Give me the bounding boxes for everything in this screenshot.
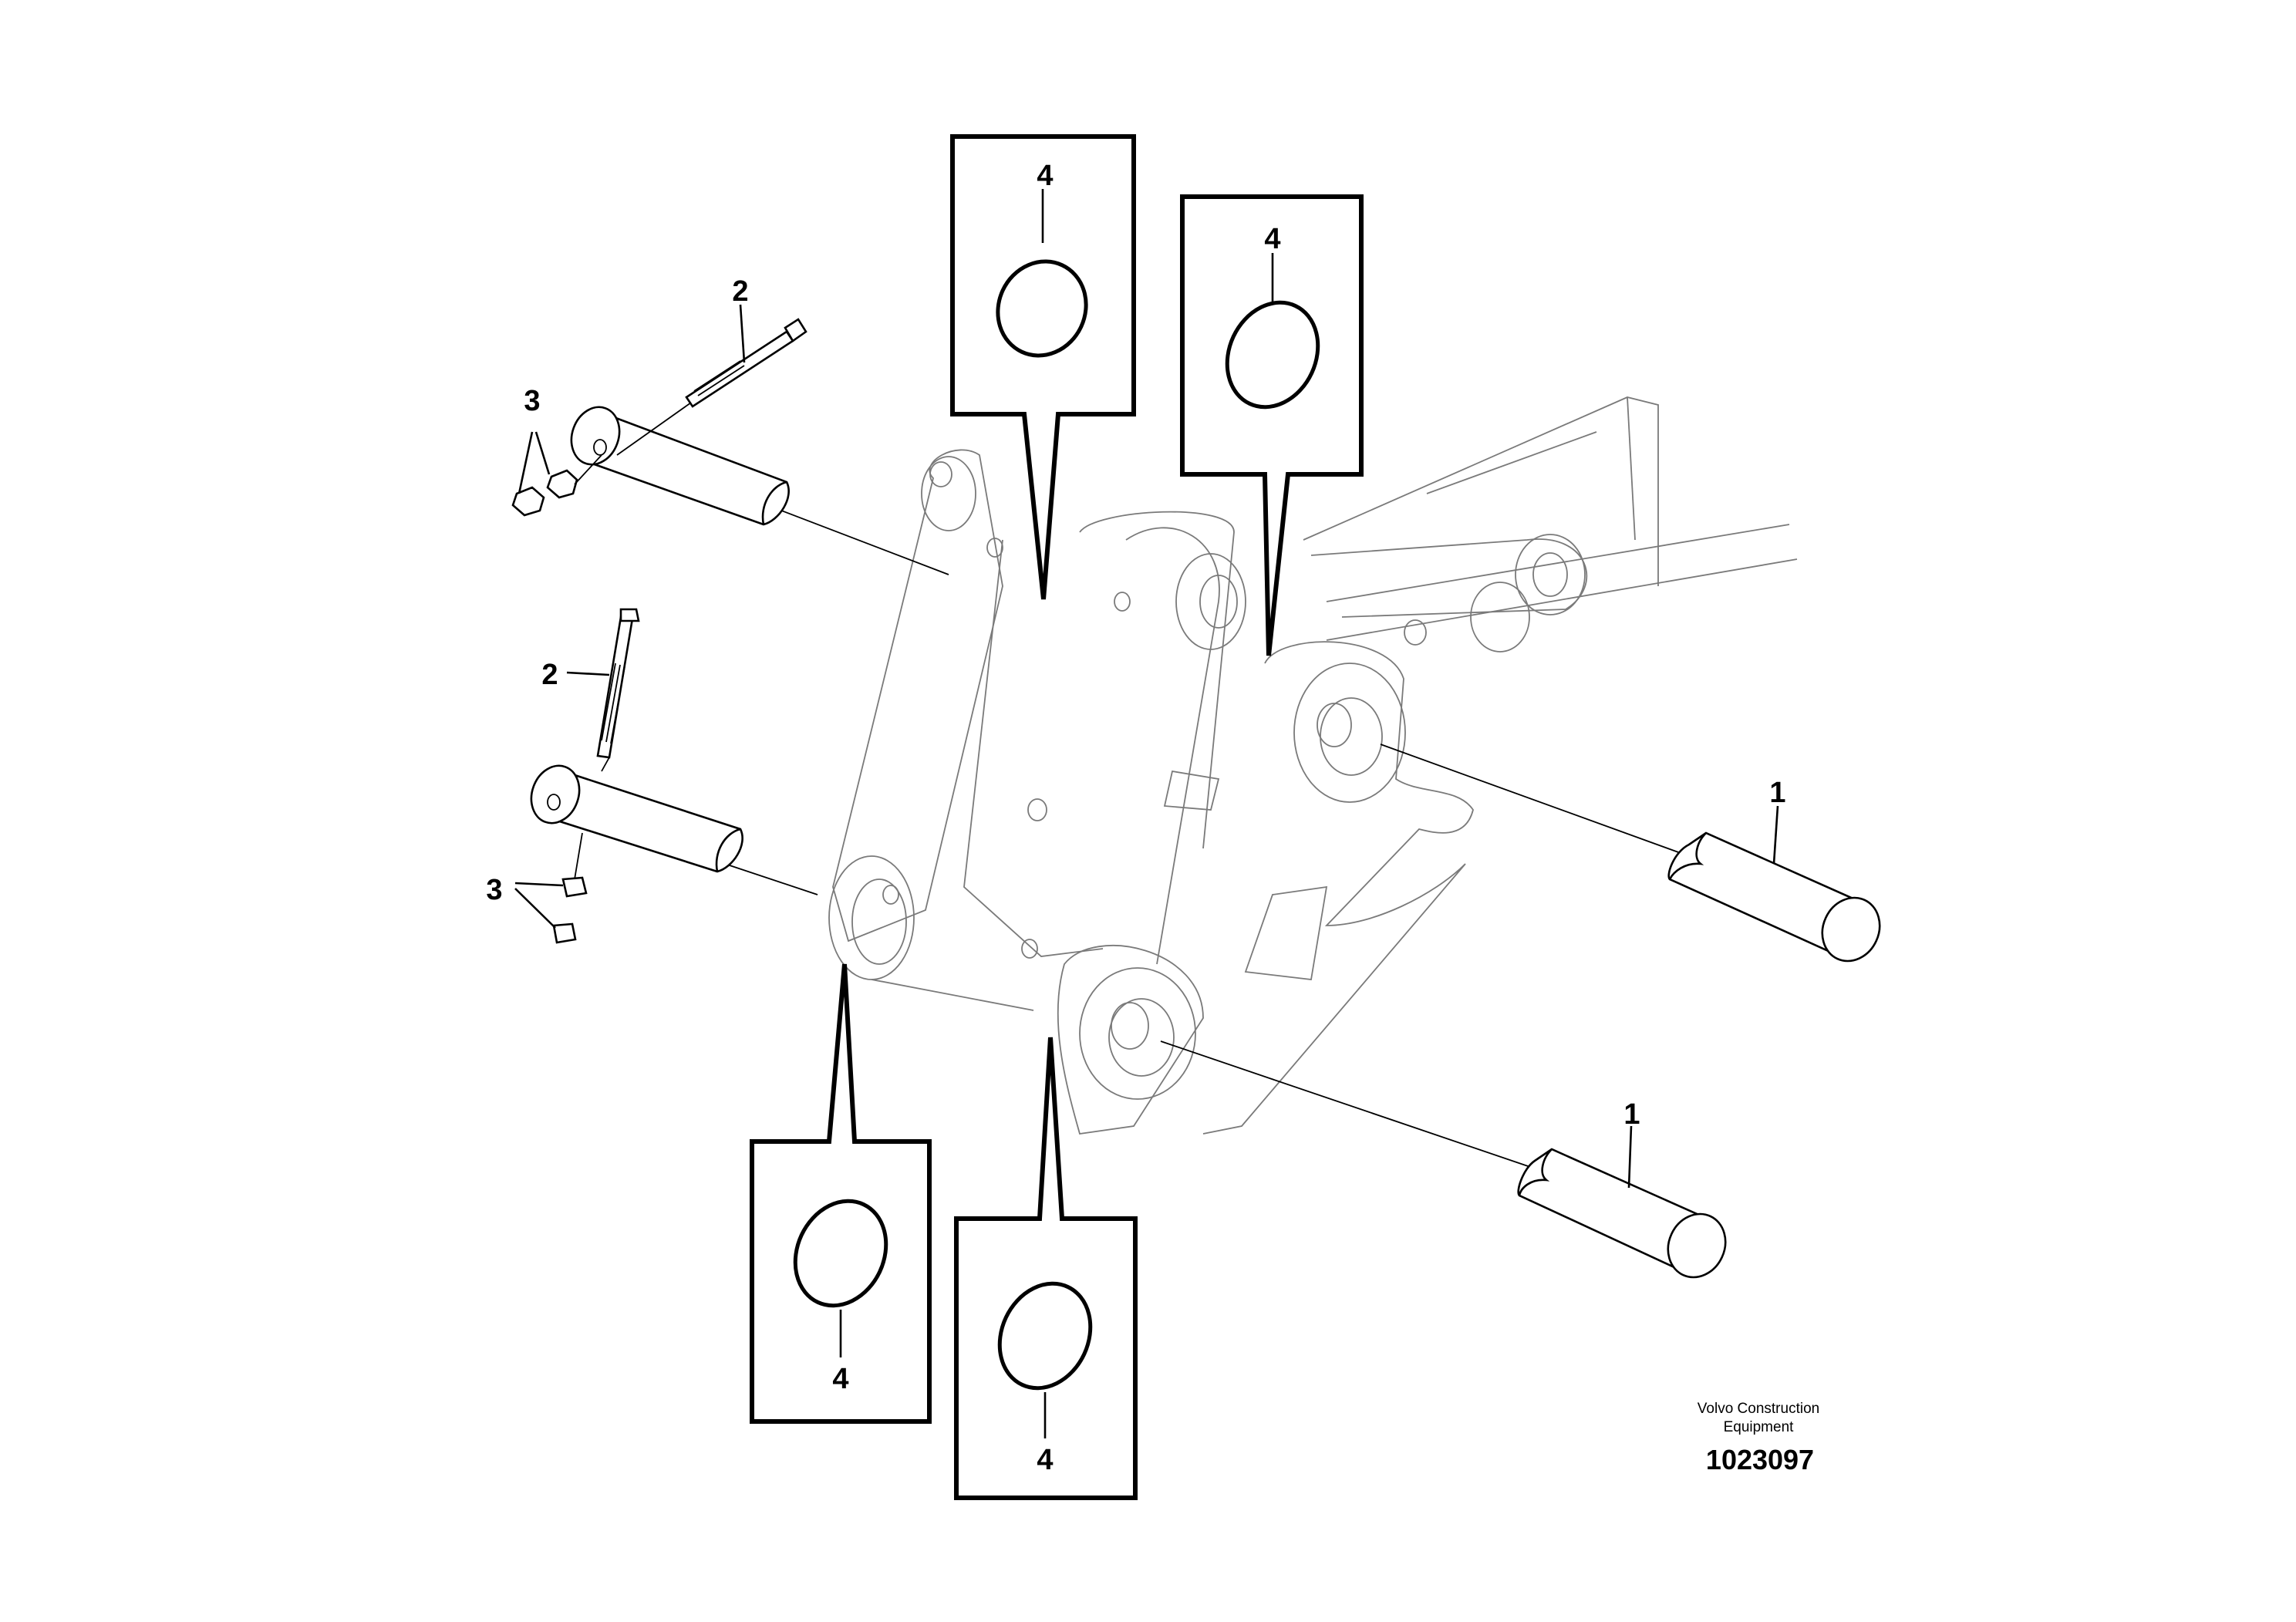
leader-1-upper: [1772, 805, 1779, 865]
leader-3-upper-a: [518, 431, 534, 494]
callout-2-upper: 2: [732, 275, 748, 308]
linkage-assembly: [828, 396, 1798, 1135]
nut-lower-pair: [552, 832, 588, 944]
nut-upper-pair: [511, 454, 602, 517]
axis-line-upper-left: [767, 504, 949, 575]
axis-line-lower-left: [724, 863, 818, 895]
seal-box-top-right: [1180, 194, 1364, 656]
callout-4-top-right: 4: [1264, 223, 1280, 255]
callout-4-bottom-left: 4: [832, 1363, 848, 1395]
leader-3-lower-a: [514, 882, 564, 887]
callout-4-top-left: 4: [1037, 160, 1053, 192]
callout-1-upper: 1: [1769, 777, 1785, 809]
bolt-upper: [616, 318, 807, 456]
pin-upper-right: [1667, 831, 1881, 963]
callout-4-bottom-right: 4: [1037, 1444, 1053, 1476]
leader-2-upper: [739, 304, 746, 363]
leader-2-lower: [566, 671, 610, 676]
document-number: 1023097: [1706, 1444, 1814, 1475]
seal-box-top-left: [950, 134, 1136, 600]
leader-1-lower: [1627, 1125, 1633, 1189]
brand-line-2: Equipment: [1724, 1419, 1795, 1435]
callout-2-lower: 2: [541, 659, 558, 691]
callout-1-lower: 1: [1623, 1098, 1640, 1131]
pin-upper-left: [570, 406, 790, 526]
pin-lower-left: [530, 764, 743, 873]
seal-box-bottom-right: [954, 1037, 1138, 1500]
brand-line-1: Volvo Construction: [1698, 1401, 1819, 1417]
bolt-lower: [596, 608, 640, 772]
callout-3-lower: 3: [486, 874, 502, 906]
axis-line-lower-right: [1160, 1040, 1536, 1169]
pin-lower-right: [1517, 1148, 1727, 1279]
leader-3-lower-b: [514, 888, 556, 929]
callout-3-upper: 3: [524, 385, 540, 417]
axis-line-upper-right: [1380, 744, 1690, 857]
leader-3-upper-b: [534, 431, 551, 475]
seal-box-bottom-left: [750, 963, 932, 1424]
